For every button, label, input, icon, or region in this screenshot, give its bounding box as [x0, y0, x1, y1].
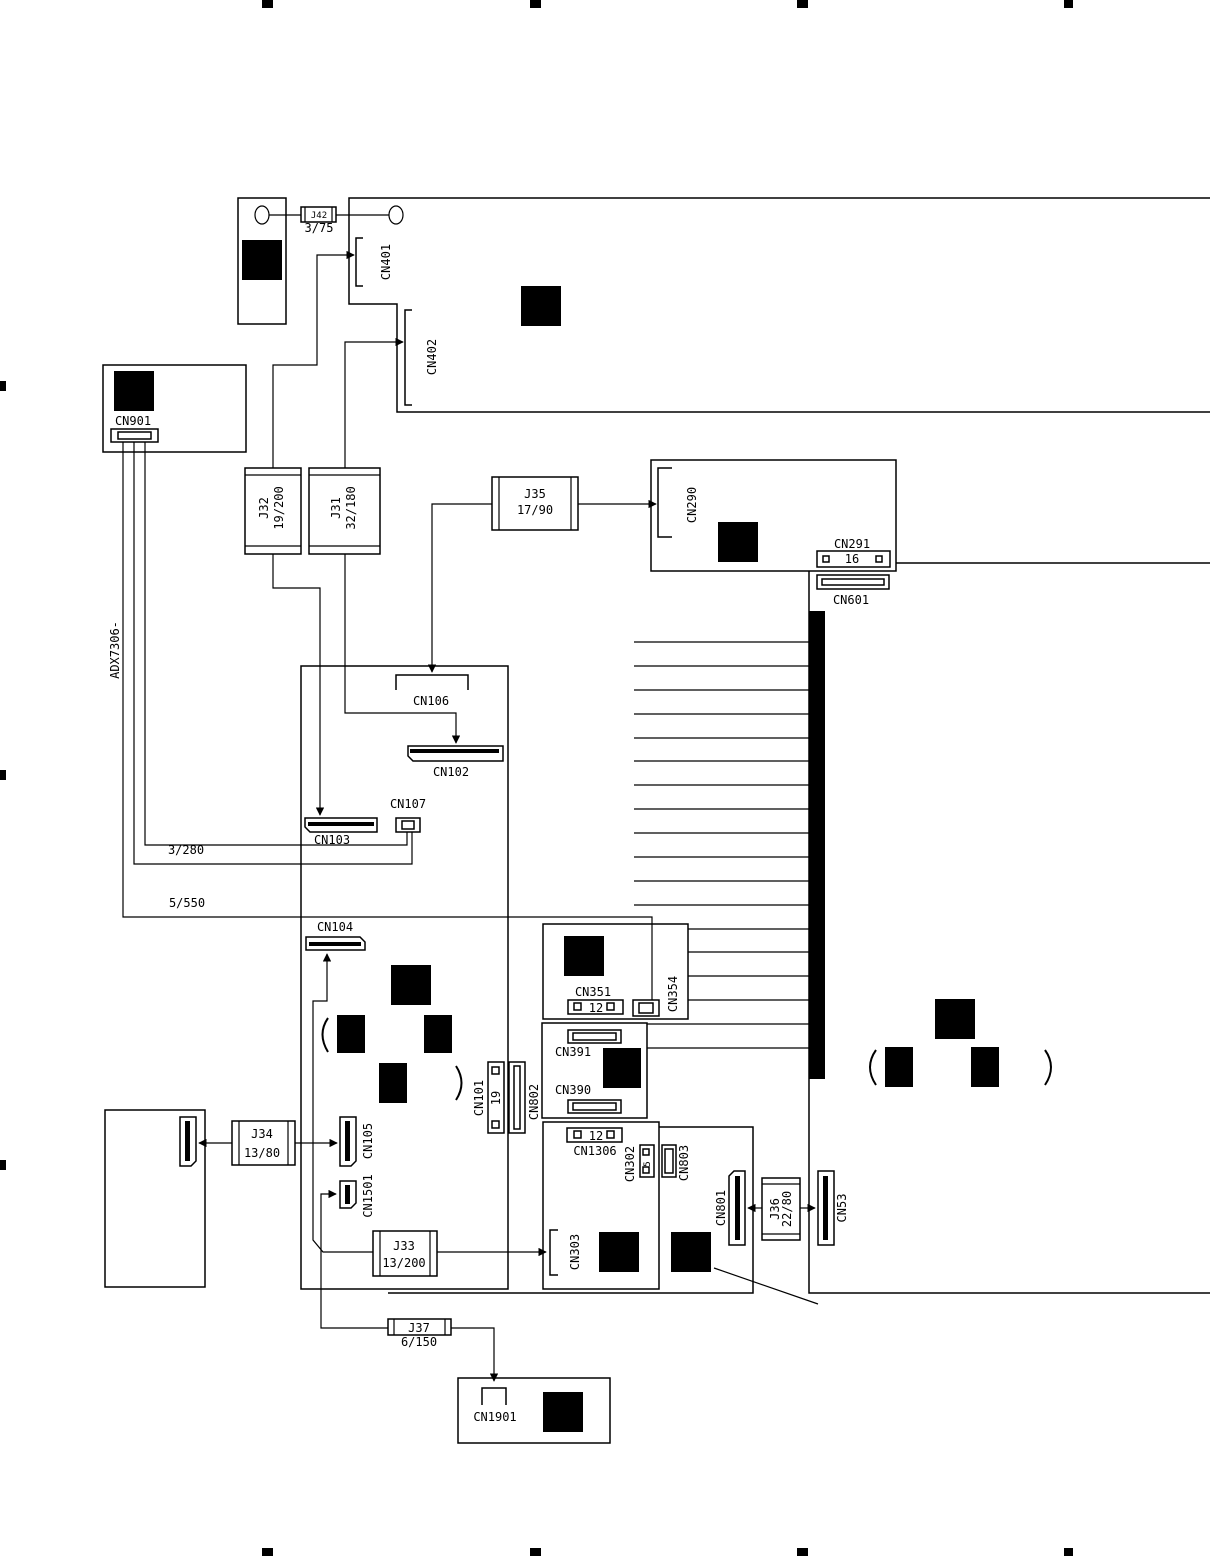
jumper-spec-j35: 17/90 [517, 503, 553, 517]
board-label-block [543, 1392, 583, 1432]
connector-label-cn104: CN104 [317, 920, 353, 934]
connector-label-cn106: CN106 [413, 694, 449, 708]
connector-label-cn103: CN103 [314, 833, 350, 847]
connector-label-cn102: CN102 [433, 765, 469, 779]
jumper-spec-j31: 32/180 [344, 486, 358, 529]
jumper-spec-j34: 13/80 [244, 1146, 280, 1160]
connector-label-cn290: CN290 [685, 487, 699, 523]
connector-label-cn1501: CN1501 [361, 1174, 375, 1217]
connector-label-cn402: CN402 [425, 339, 439, 375]
jumper-label-j33: J33 [393, 1239, 415, 1253]
connector-label-cn302: CN302 [623, 1146, 637, 1182]
board-label-block [379, 1063, 407, 1103]
bracket-left [321, 1017, 329, 1053]
jumper-label-j31: J31 [329, 497, 343, 519]
jumper-label-j42: J42 [311, 211, 327, 221]
connector-label-cn53: CN53 [835, 1194, 849, 1223]
connector-label-cn601: CN601 [833, 593, 869, 607]
labels: J42 3/75 CN401 CN402 CN901 J32 19/200 J3… [108, 211, 870, 1424]
connector-shapes [110, 205, 891, 1405]
board-label-block [935, 999, 975, 1039]
boards [102, 197, 1210, 1444]
board-label-block [521, 286, 561, 326]
jumper-label-j36: J36 [768, 1198, 782, 1220]
connector-label-cn105: CN105 [361, 1123, 375, 1159]
board-label-block [971, 1047, 999, 1087]
connector-label-cn803: CN803 [677, 1145, 691, 1181]
jumper-spec-j36: 22/80 [780, 1191, 794, 1227]
board-label-block [718, 522, 758, 562]
jumper-label-j35: J35 [524, 487, 546, 501]
connector-label-cn801: CN801 [714, 1190, 728, 1226]
harness-lines [634, 641, 809, 1049]
board-label-block [564, 936, 604, 976]
wire-label-3-280: 3/280 [168, 843, 204, 857]
jumper-label-j37: J37 [408, 1321, 430, 1335]
bracket-right [455, 1065, 463, 1101]
connector-label-cn391: CN391 [555, 1045, 591, 1059]
connector-label-cn1306: CN1306 [573, 1144, 616, 1158]
connector-label-cn101: CN101 [472, 1080, 486, 1116]
board-label-block [424, 1015, 452, 1053]
board-label-block [603, 1048, 641, 1088]
board-right-main [808, 562, 1210, 1294]
connector-label-cn401: CN401 [379, 244, 393, 280]
pin-count-cn1306: 12 [589, 1129, 603, 1143]
board-label-block [671, 1232, 711, 1272]
board-label-block [114, 371, 154, 411]
connector-label-cn802: CN802 [527, 1084, 541, 1120]
jumper-label-j32: J32 [257, 497, 271, 519]
jumper-spec-j37: 6/150 [401, 1335, 437, 1349]
jumper-label-j34: J34 [251, 1127, 273, 1141]
connector-label-cn303: CN303 [568, 1234, 582, 1270]
board-label-block [242, 240, 282, 280]
pin-count-cn101: 19 [489, 1091, 503, 1105]
bracket-left [869, 1049, 877, 1086]
edge-connector [809, 611, 825, 1079]
jumper-spec-j33: 13/200 [382, 1256, 425, 1270]
connector-label-cn354: CN354 [666, 976, 680, 1012]
board-label-block [885, 1047, 913, 1087]
jumper-spec-j32: 19/200 [272, 486, 286, 529]
bracket-right [1044, 1049, 1052, 1086]
board-label-block [337, 1015, 365, 1053]
board-label-block [391, 965, 431, 1005]
wires [122, 250, 816, 1382]
pin-count-cn291: 16 [845, 552, 859, 566]
connector-label-cn1901: CN1901 [473, 1410, 516, 1424]
registration-marks [0, 0, 1073, 1556]
board-label-block [599, 1232, 639, 1272]
connector-label-cn351: CN351 [575, 985, 611, 999]
connector-label-cn107: CN107 [390, 797, 426, 811]
board-top-main [348, 197, 1210, 413]
board-cn1901 [457, 1377, 611, 1444]
connector-label-cn390: CN390 [555, 1083, 591, 1097]
connector-label-cn291: CN291 [834, 537, 870, 551]
leader-line [713, 1267, 819, 1305]
part-number: ADX7306- [108, 621, 122, 679]
connector-label-cn901: CN901 [115, 414, 151, 428]
pin-count-cn351: 12 [589, 1001, 603, 1015]
wire-label-5-550: 5/550 [169, 896, 205, 910]
jumper-spec-j42: 3/75 [305, 221, 334, 235]
pin-count-cn302: 5 [643, 1161, 653, 1166]
